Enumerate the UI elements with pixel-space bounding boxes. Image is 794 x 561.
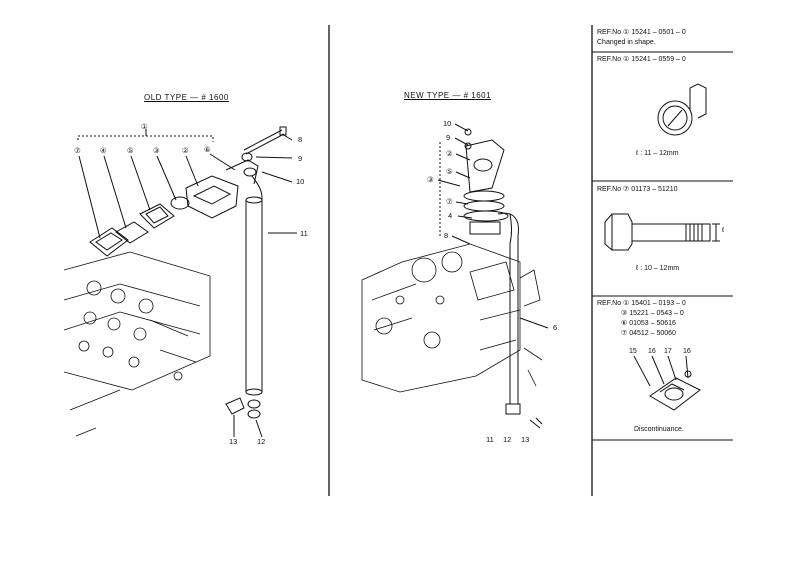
old-callout-1: ① bbox=[141, 122, 148, 131]
old-type-drawing bbox=[63, 126, 297, 438]
ref-panel-4-label-15: 15 bbox=[629, 348, 637, 355]
new-type-title: NEW TYPE — # 1601 bbox=[404, 91, 492, 100]
new-callout-8: 8 bbox=[444, 231, 449, 240]
new-callout-10: 10 bbox=[443, 119, 452, 128]
old-callout-8: 8 bbox=[298, 135, 303, 144]
new-callout-5: ⑤ bbox=[446, 167, 453, 176]
ref-panel-1-line1: REF.No ① 15241 – 0501 – 0 bbox=[597, 29, 686, 36]
ref-panel-4-label-17: 17 bbox=[664, 348, 672, 355]
ref-panel-3-note: ℓ : 10 – 12mm bbox=[636, 265, 680, 272]
new-callout-2: ② bbox=[446, 149, 453, 158]
old-callout-3: ③ bbox=[153, 146, 160, 155]
ref-panel-4-line1: REF.No ① 15401 – 0193 – 0 bbox=[597, 300, 686, 307]
old-type-title: OLD TYPE — # 1600 bbox=[144, 93, 229, 102]
gasket-3 bbox=[170, 196, 190, 210]
new-callout-4: 4 bbox=[448, 211, 453, 220]
screen-4 bbox=[115, 221, 149, 244]
old-callout-10: 10 bbox=[296, 177, 305, 186]
new-callout-12: 12 bbox=[503, 435, 512, 444]
new-callout-6: 6 bbox=[553, 323, 558, 332]
ref-panel-4-line4: ⑦ 04512 – 50060 bbox=[621, 330, 676, 337]
ref-panel-4-line2: ③ 15221 – 0543 – 0 bbox=[621, 310, 684, 317]
new-callout-9: 9 bbox=[446, 133, 451, 142]
old-callout-9: 9 bbox=[298, 154, 303, 163]
bolt-drawing bbox=[604, 213, 720, 251]
ref-panel-4-line3: ⑥ 01053 – 50616 bbox=[621, 320, 676, 327]
discontinued-assembly-drawing bbox=[633, 355, 701, 411]
new-callout-13: 13 bbox=[521, 435, 530, 444]
old-callout-12: 12 bbox=[257, 437, 266, 446]
ref-panel-4-label-16b: 16 bbox=[683, 348, 691, 355]
pump-body-new bbox=[465, 139, 505, 193]
old-callout-5: ⑤ bbox=[127, 146, 134, 155]
new-type-drawing bbox=[361, 123, 549, 429]
ref-panel-4-label-16a: 16 bbox=[648, 348, 656, 355]
ref-panel-3-dim: ℓ bbox=[722, 227, 725, 234]
new-callout-7: ⑦ bbox=[446, 197, 453, 206]
ref-panel-2-note: ℓ : 11 – 12mm bbox=[636, 150, 679, 157]
old-callout-6: ⑥ bbox=[204, 145, 211, 154]
screen-5 bbox=[139, 203, 175, 229]
pump-body-2 bbox=[185, 175, 239, 219]
old-callout-11: 11 bbox=[300, 229, 308, 238]
gasket-7 bbox=[89, 227, 129, 257]
old-callout-4: ④ bbox=[100, 146, 107, 155]
ref-panel-2-line1: REF.No ① 15241 – 0559 – 0 bbox=[597, 56, 686, 63]
old-callout-13: 13 bbox=[229, 437, 238, 446]
ref-panel-1-line2: Changed in shape. bbox=[597, 39, 656, 46]
old-callout-7: ⑦ bbox=[74, 146, 81, 155]
ref-panel-4-note: Discontinuance. bbox=[634, 426, 684, 433]
ref-panel-3-line1: REF.No ⑦ 01173 – 51210 bbox=[597, 186, 678, 193]
new-callout-3: ③ bbox=[427, 175, 434, 184]
clip-drawing bbox=[657, 83, 707, 136]
old-callout-2: ② bbox=[182, 146, 189, 155]
new-callout-11: 11 bbox=[486, 435, 494, 444]
